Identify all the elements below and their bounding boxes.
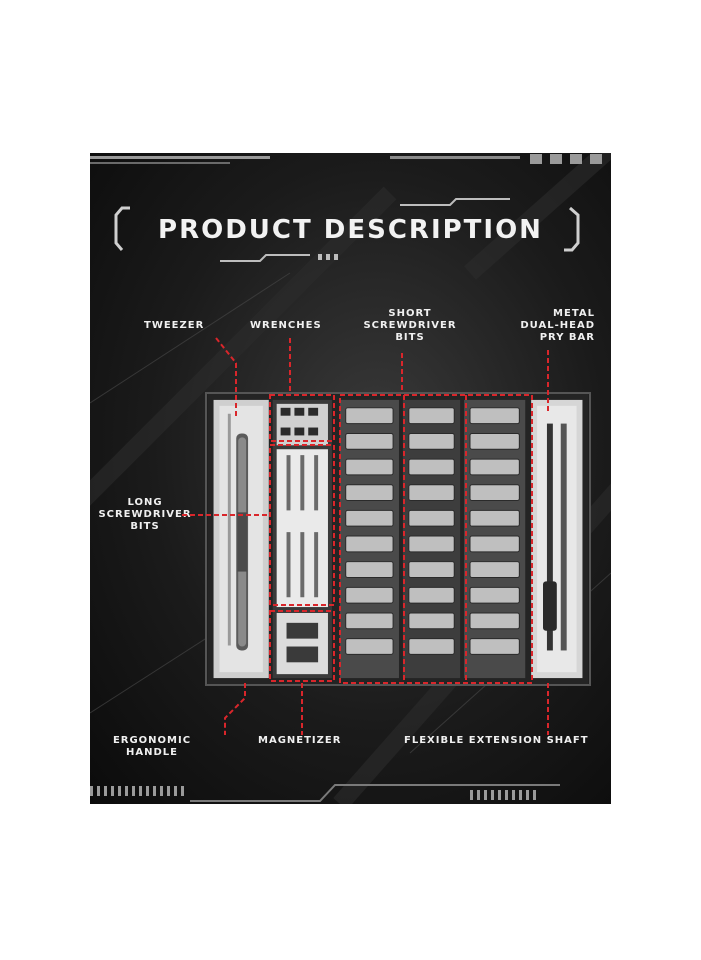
label-short-bits-line1: SHORT — [388, 308, 432, 319]
product-description-panel: PRODUCT DESCRIPTION TWEEZER WRENCHES SHO… — [90, 153, 611, 804]
label-tweezer: TWEEZER — [144, 320, 205, 331]
label-shaft: FLEXIBLE EXTENSION SHAFT — [404, 735, 589, 746]
label-handle: ERGONOMIC HANDLE — [102, 735, 202, 759]
label-long-bits-line1: LONG — [127, 497, 163, 508]
label-handle-line1: ERGONOMIC — [112, 735, 192, 746]
label-long-bits-line3: BITS — [130, 521, 160, 532]
label-pry-bar-line3: PRY BAR — [539, 332, 595, 343]
label-wrenches: WRENCHES — [250, 320, 322, 331]
label-short-bits: SHORT SCREWDRIVER BITS — [355, 308, 465, 344]
label-magnetizer: MAGNETIZER — [258, 735, 342, 746]
label-short-bits-line2: SCREWDRIVER — [363, 320, 457, 331]
label-pry-bar-line1: METAL — [553, 308, 595, 319]
label-pry-bar: METAL DUAL-HEAD PRY BAR — [500, 308, 595, 344]
label-long-bits-line2: SCREWDRIVER — [98, 509, 192, 520]
label-pry-bar-line2: DUAL-HEAD — [520, 320, 595, 331]
screwdriver-kit-image — [205, 392, 591, 686]
label-long-bits: LONG SCREWDRIVER BITS — [90, 497, 200, 533]
label-short-bits-line3: BITS — [395, 332, 425, 343]
label-handle-line2: HANDLE — [126, 747, 178, 758]
page-title: PRODUCT DESCRIPTION — [158, 215, 543, 245]
